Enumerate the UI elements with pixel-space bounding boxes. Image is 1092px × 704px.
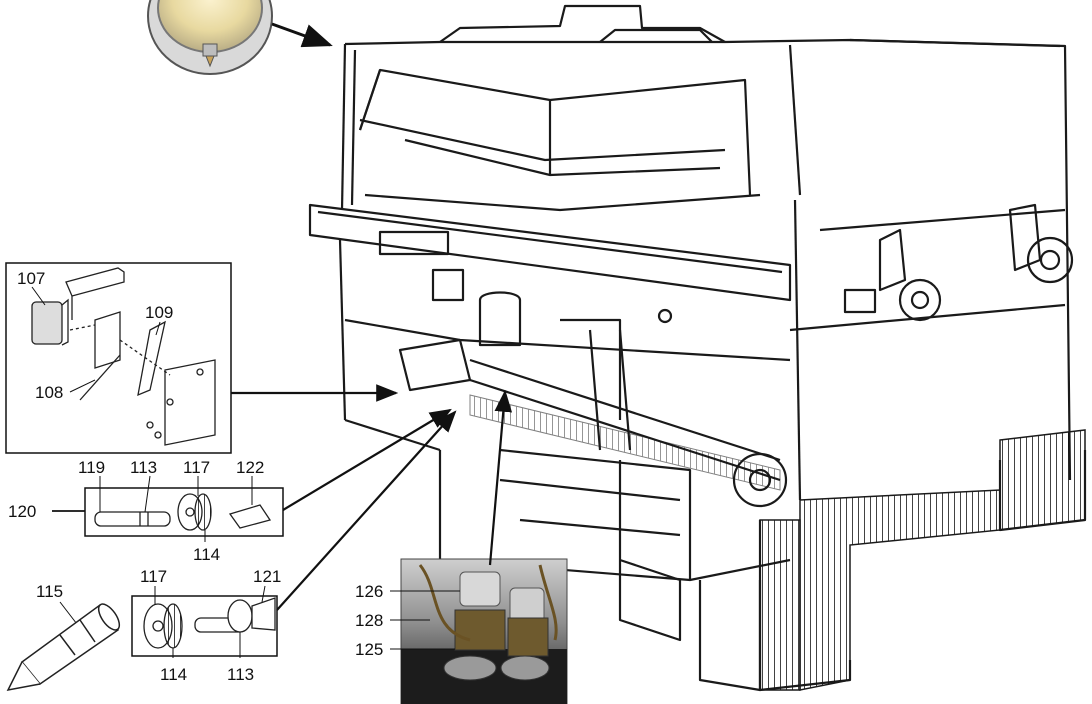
label-117-lower: 117 <box>140 567 167 586</box>
label-108: 108 <box>35 383 63 402</box>
inset-shaft-assembly: 119 113 117 122 120 114 <box>8 408 452 564</box>
inset-seal-assembly: 117 121 114 113 <box>131 410 457 684</box>
label-120: 120 <box>8 502 36 521</box>
label-122: 122 <box>236 458 264 477</box>
label-113-lower: 113 <box>227 665 254 684</box>
label-119: 119 <box>78 458 105 477</box>
label-114-lower: 114 <box>160 665 187 684</box>
valve-photo: 126 128 125 <box>355 389 568 704</box>
electrode-drawing: 115 <box>6 582 121 692</box>
label-128: 128 <box>355 611 383 630</box>
label-113: 113 <box>130 458 157 477</box>
label-121: 121 <box>253 567 281 586</box>
label-117: 117 <box>183 458 210 477</box>
label-109: 109 <box>145 303 173 322</box>
label-126: 126 <box>355 582 383 601</box>
pressure-gauge-photo <box>147 0 333 75</box>
label-125: 125 <box>355 640 383 659</box>
base-hatching <box>469 394 1086 691</box>
inset-bracket-assembly: 107 109 108 <box>5 262 399 454</box>
label-115: 115 <box>36 582 63 601</box>
label-107: 107 <box>17 269 45 288</box>
label-114-upper: 114 <box>193 545 220 564</box>
